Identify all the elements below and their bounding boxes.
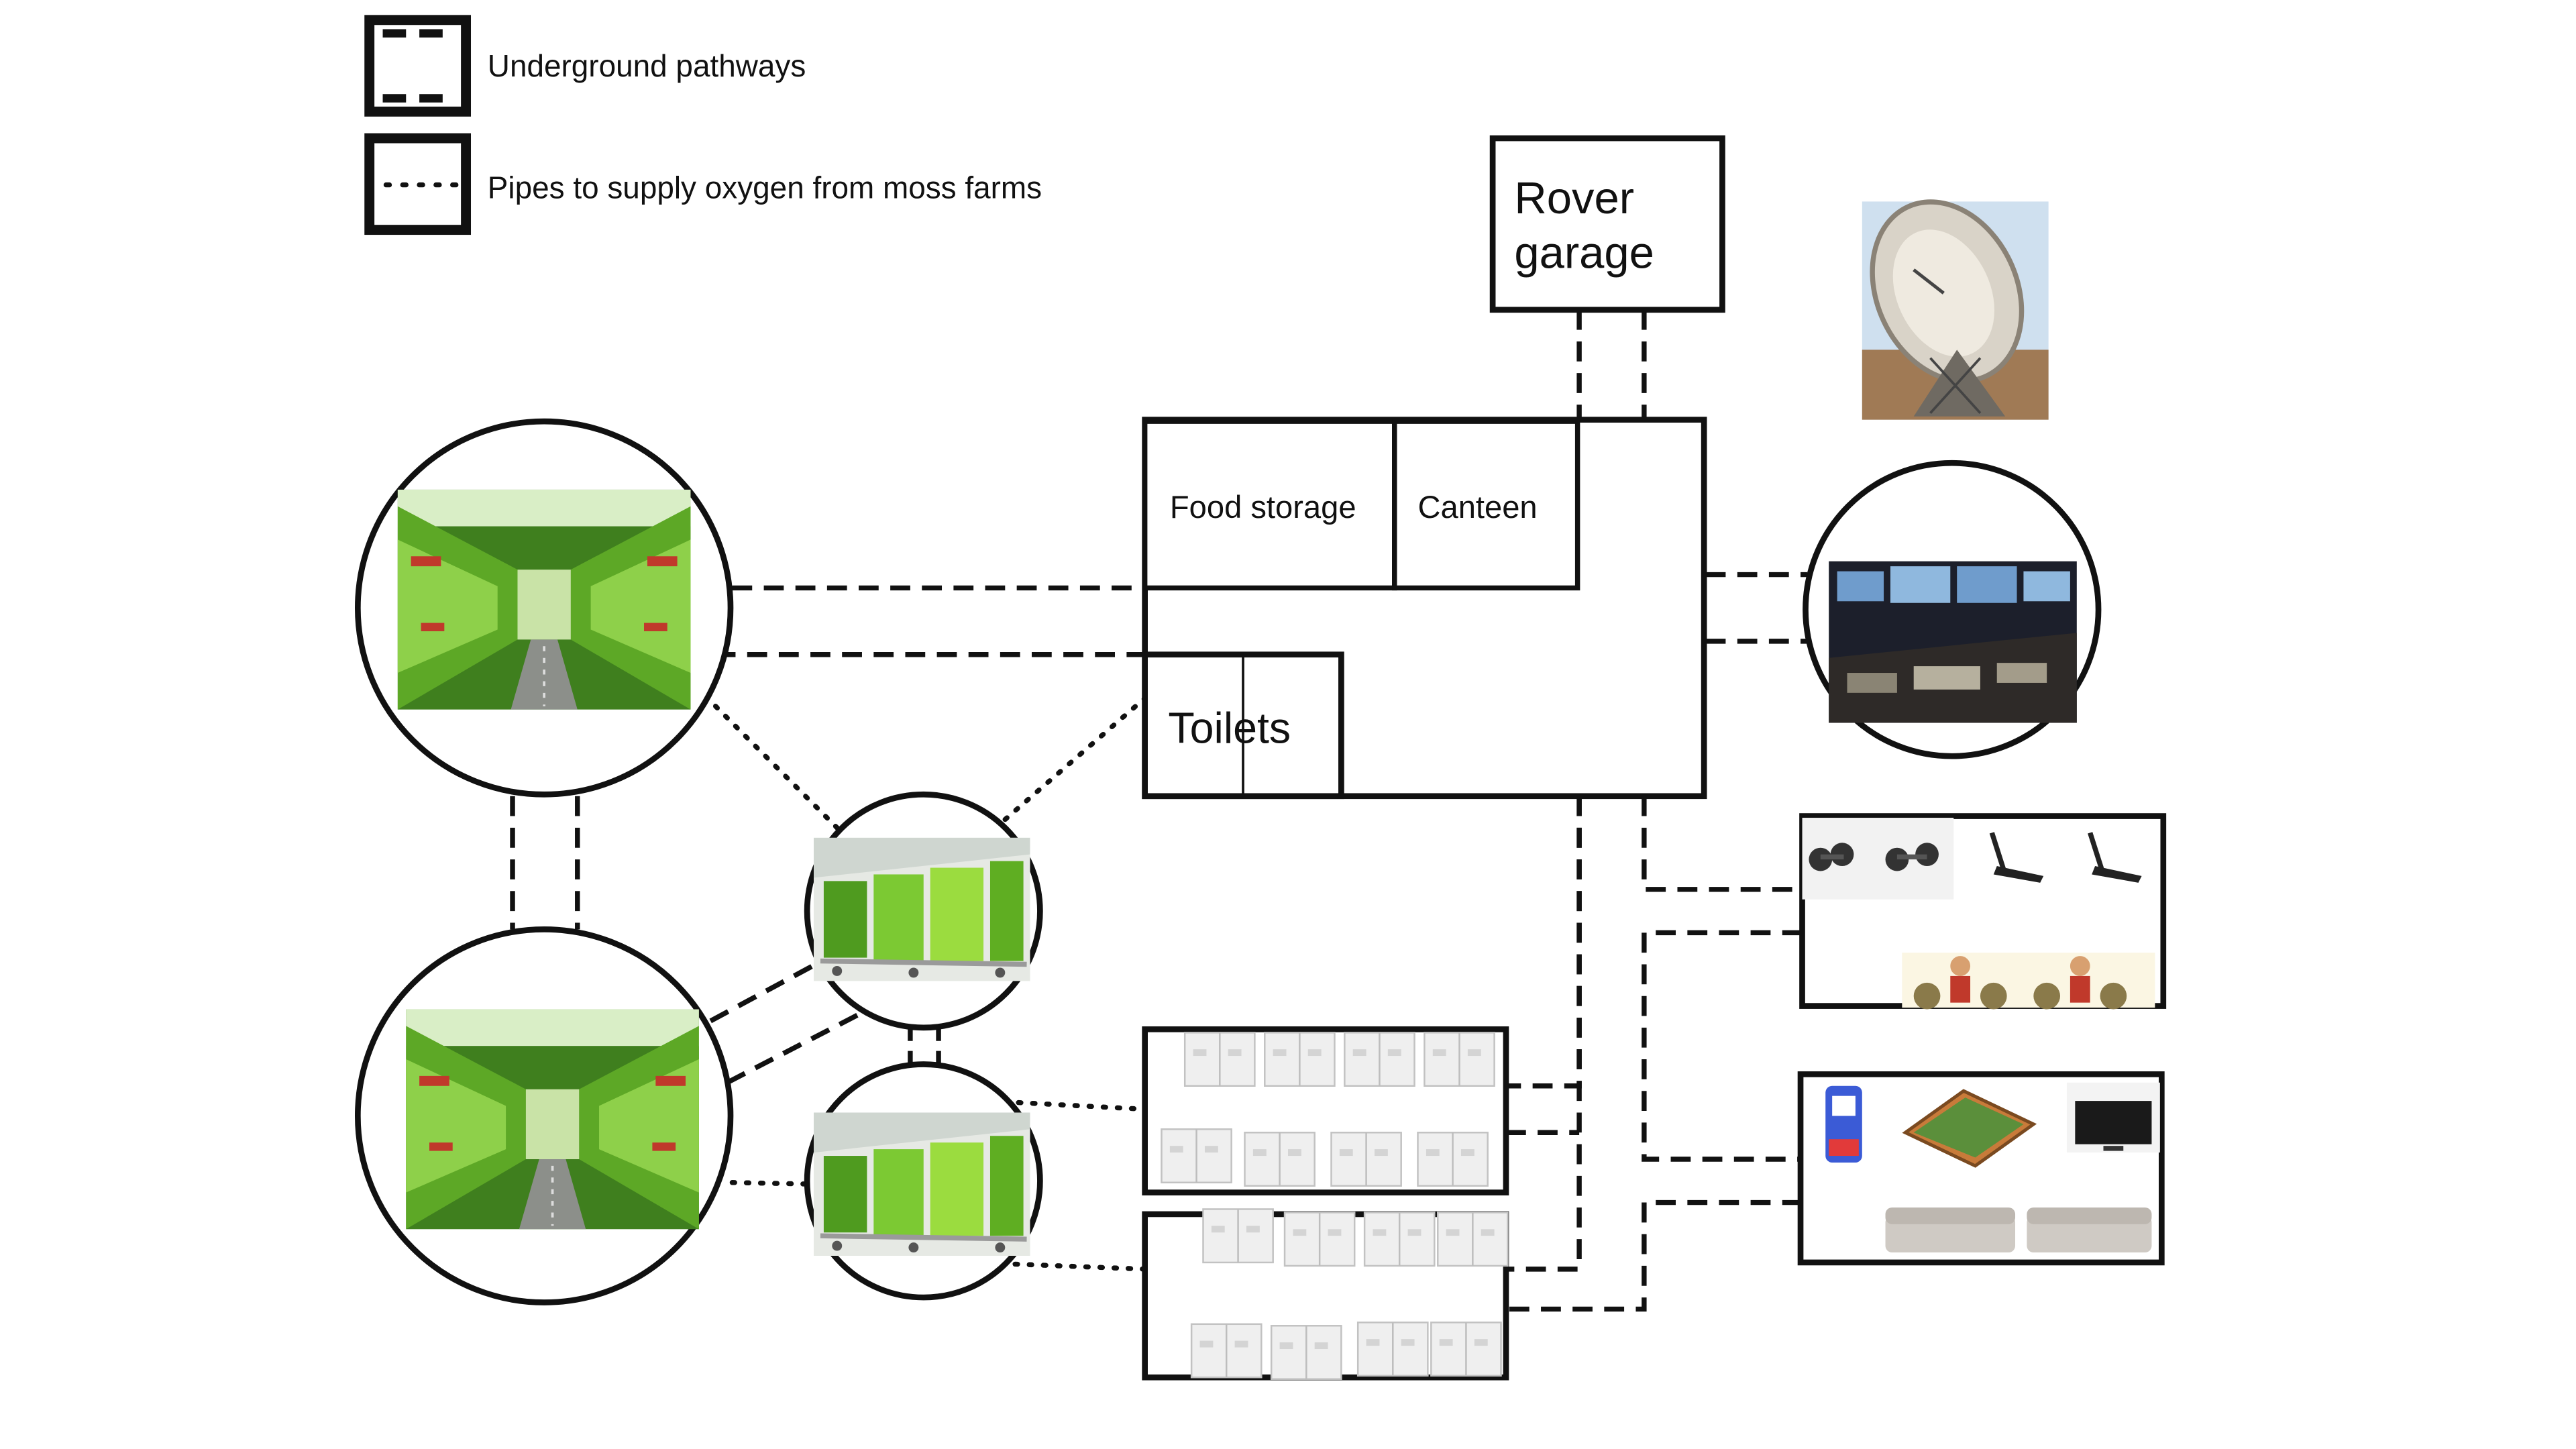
bunk-bed-icon: [1356, 1322, 1429, 1377]
bunk-bed-icon: [1363, 1212, 1436, 1267]
bunk-bed-icon: [1424, 1032, 1495, 1087]
bunk-bed-icon: [1283, 1212, 1356, 1267]
sofa-icon: [2027, 1208, 2152, 1253]
sofa-icon: [1885, 1208, 2016, 1253]
bunk-bed-icon: [1417, 1132, 1489, 1187]
dumbbell-icon: [1885, 843, 1939, 871]
rack-farm-2: [804, 1061, 1043, 1301]
bunk-bed-icon: [1264, 1032, 1336, 1087]
underground-pathways: [510, 309, 1807, 1312]
rack-farm-1: [804, 791, 1043, 1031]
treadmill-icon: [2088, 832, 2142, 883]
bunk-bed-icon: [1430, 1322, 1502, 1377]
bunk-bed-icon: [1161, 1128, 1232, 1184]
dormitory-1: [1142, 1026, 1509, 1195]
canteen-room: [1392, 419, 1580, 591]
recreation-room: [1797, 1071, 2165, 1266]
vertical-farm-rack-photo: [814, 1112, 1030, 1256]
bunk-bed-icon: [1202, 1208, 1274, 1264]
oxygen-pipes: [712, 687, 1158, 1272]
control-room: [1803, 460, 2102, 759]
dormitory-2: [1142, 1208, 1509, 1381]
bunk-bed-icon: [1270, 1325, 1342, 1380]
vertical-farm-rack-photo: [814, 838, 1030, 981]
legend: Underground pathways Pipes to supply oxy…: [364, 15, 1042, 235]
bunk-bed-icon: [1244, 1132, 1316, 1187]
rover-garage-label-line1: Rover: [1514, 173, 1634, 223]
tv-icon: [2066, 1082, 2160, 1153]
food-storage-label: Food storage: [1170, 489, 1356, 525]
moss-farm-2: [354, 926, 734, 1305]
moss-farm-photo: [396, 488, 692, 711]
legend-pipe-label: Pipes to supply oxygen from moss farms: [488, 170, 1042, 205]
foosball-table-icon: [1902, 1089, 2037, 1168]
bunk-bed-icon: [1190, 1323, 1263, 1379]
bunk-bed-icon: [1183, 1032, 1256, 1087]
bunk-bed-icon: [1330, 1132, 1402, 1187]
bunk-bed-icon: [1437, 1212, 1509, 1267]
rover-garage-label-line2: garage: [1514, 228, 1654, 278]
legend-pathway-label: Underground pathways: [488, 48, 806, 83]
food-storage-room: [1142, 419, 1397, 591]
treadmill-icon: [1989, 832, 2044, 883]
moss-farm-photo: [405, 1008, 700, 1231]
gym-room: [1799, 813, 2167, 1010]
arcade-machine-icon: [1825, 1085, 1862, 1163]
radio-telescope-photo: [1862, 199, 2049, 420]
dumbbell-icon: [1809, 843, 1854, 871]
bunk-bed-icon: [1344, 1032, 1415, 1087]
control-room-photo: [1829, 561, 2077, 723]
rover-garage: Rover garage: [1489, 135, 1725, 313]
toilets-label: Toilets: [1168, 704, 1291, 752]
weightlifter-icon: [1902, 953, 2155, 1010]
canteen-label: Canteen: [1417, 489, 1537, 525]
main-building: Food storage Canteen Toilets: [1142, 417, 1707, 800]
moss-farm-1: [354, 418, 734, 798]
